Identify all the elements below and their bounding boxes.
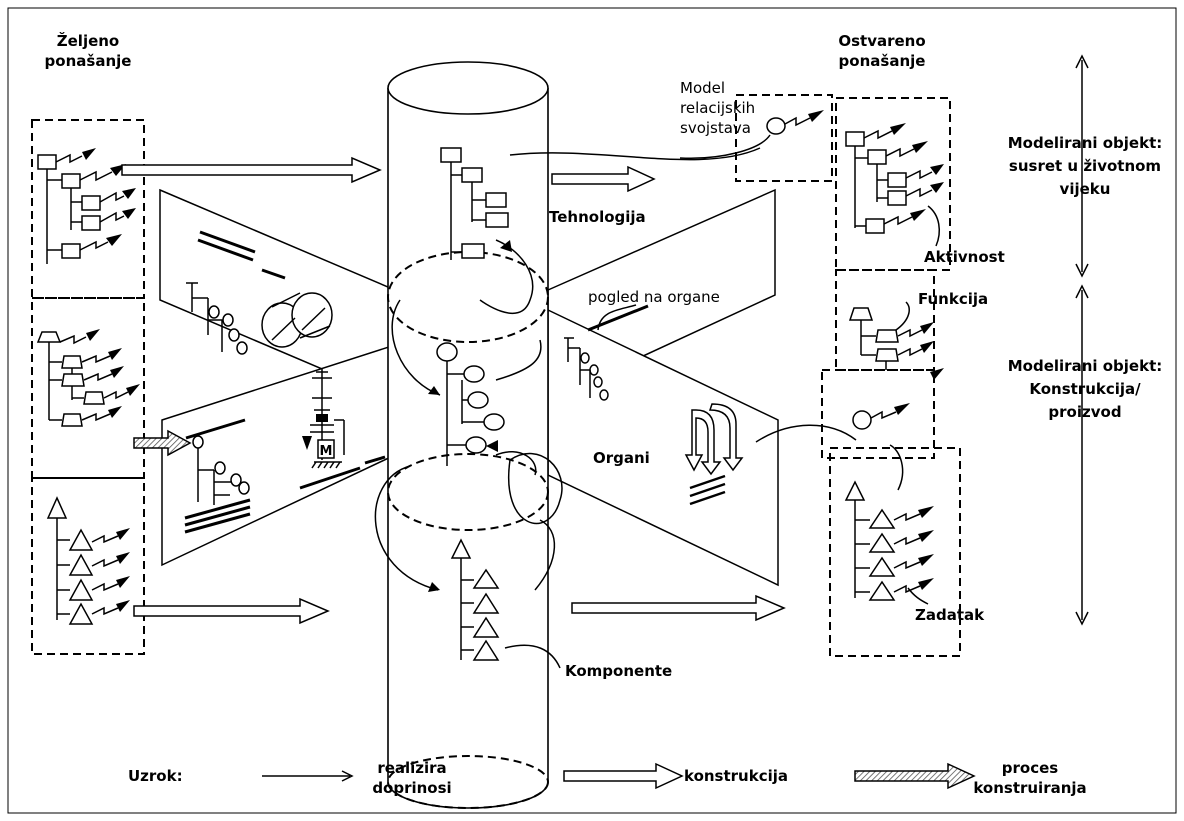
plane-right-lower [547, 308, 779, 587]
model-relational-box [679, 94, 833, 182]
curved-connectors [374, 147, 857, 669]
model-label-1: Model [680, 79, 725, 97]
legend-contributes-label: doprinosi [372, 779, 451, 797]
product-object-label-3: proizvod [1048, 403, 1121, 421]
technology-tree [440, 147, 509, 260]
plane-upper-left-content [186, 230, 333, 355]
desired-behavior-title-1: Željeno [57, 31, 120, 50]
legend-design-process-arrow [854, 762, 976, 790]
right-function-tree [848, 301, 944, 380]
organs-tree [436, 342, 505, 466]
function-label: Funkcija [918, 290, 988, 308]
organ-view-label: pogled na organe [588, 288, 720, 306]
components-tree [450, 538, 500, 661]
model-label-3: svojstava [680, 119, 751, 137]
right-activity-tree [845, 123, 944, 247]
lifecycle-object-label-3: vijeku [1060, 180, 1111, 198]
legend-process-label-1: proces [1002, 759, 1059, 777]
plane-lower-left-content [184, 418, 386, 534]
activity-label: Aktivnost [924, 248, 1005, 266]
product-object-label-2: Konstrukcija/ [1029, 380, 1141, 398]
task-label: Zadatak [915, 606, 985, 624]
product-range-arrow [1075, 284, 1089, 626]
desired-behavior-boxes [31, 119, 145, 655]
desired-behavior-title-2: ponašanje [45, 52, 132, 70]
lifecycle-object-label-2: susret u životnom [1009, 157, 1161, 175]
organs-label: Organi [593, 449, 650, 467]
technology-label: Tehnologija [549, 208, 646, 226]
motor-mechanism: M [302, 368, 345, 469]
plane-right-content [564, 304, 744, 506]
achieved-behavior-title-2: ponašanje [839, 52, 926, 70]
achieved-behavior-title-1: Ostvareno [838, 32, 925, 50]
components-label: Komponente [565, 662, 672, 680]
lifecycle-range-arrow [1075, 54, 1089, 278]
right-organ-symbol [852, 403, 910, 430]
left-task-tree [46, 496, 130, 625]
right-task-tree [844, 444, 934, 605]
legend-construction-arrow [563, 762, 684, 790]
legend-process-label-2: konstruiranja [973, 779, 1086, 797]
legend-construction-label: konstrukcija [684, 767, 788, 785]
lifecycle-object-label-1: Modelirani objekt: [1008, 134, 1163, 152]
plane-organ-view [161, 343, 396, 567]
legend: Uzrok: realizira doprinosi konstrukcija … [128, 759, 1087, 797]
motor-label: M [320, 444, 333, 459]
left-design-arrows [121, 156, 786, 625]
left-function-tree [36, 329, 140, 427]
outer-frame [7, 7, 1177, 814]
model-label-2: relacijskih [680, 99, 755, 117]
legend-cause-label: Uzrok: [128, 767, 183, 785]
product-object-label-1: Modelirani objekt: [1008, 357, 1163, 375]
legend-realizes-label: realizira [377, 759, 446, 777]
